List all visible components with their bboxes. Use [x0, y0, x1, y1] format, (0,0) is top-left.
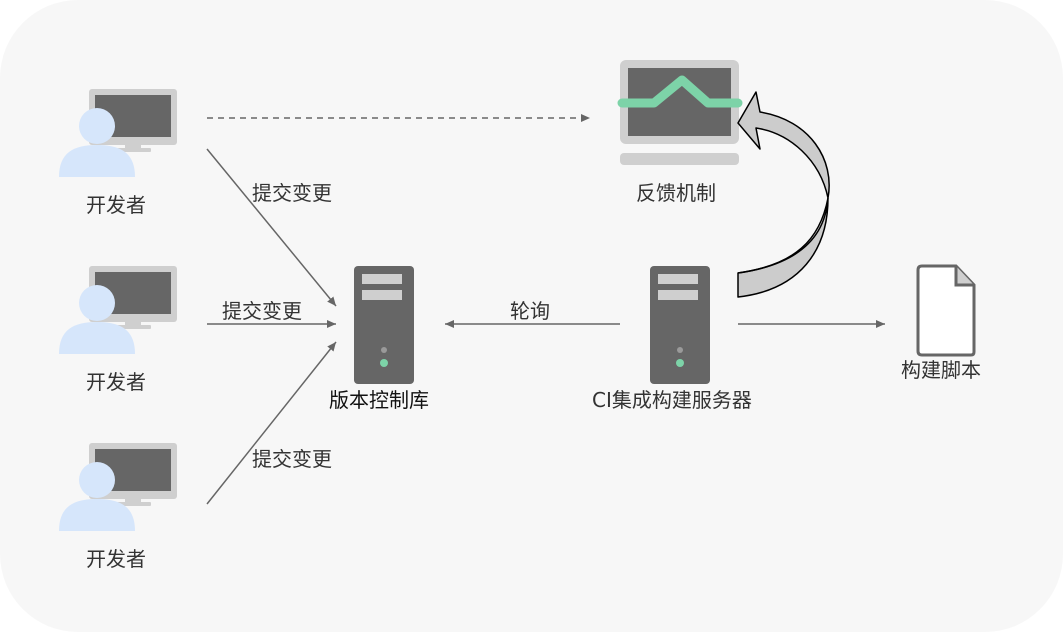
feedback-curved-arrow-inner [737, 197, 829, 274]
commit-label-3: 提交变更 [252, 447, 332, 471]
ci-server-icon [650, 266, 710, 384]
commit-label-2: 提交变更 [222, 299, 302, 323]
commit-label-1: 提交变更 [252, 181, 332, 205]
feedback-label: 反馈机制 [636, 181, 716, 205]
ci-server-label: CI集成构建服务器 [592, 388, 752, 412]
developer-3-label: 开发者 [86, 547, 146, 571]
document-icon [916, 264, 976, 357]
build-script-label: 构建脚本 [901, 358, 981, 382]
repository-label: 版本控制库 [329, 388, 429, 412]
developer-1-label: 开发者 [86, 193, 146, 217]
commit-arrow-3 [206, 341, 337, 505]
developer-2-label: 开发者 [86, 370, 146, 394]
poll-label: 轮询 [510, 299, 550, 323]
feedback-curved-arrow [737, 91, 830, 298]
commit-arrow-1 [206, 148, 337, 307]
feedback-monitor-icon [617, 60, 743, 165]
repository-server-icon [354, 266, 414, 384]
